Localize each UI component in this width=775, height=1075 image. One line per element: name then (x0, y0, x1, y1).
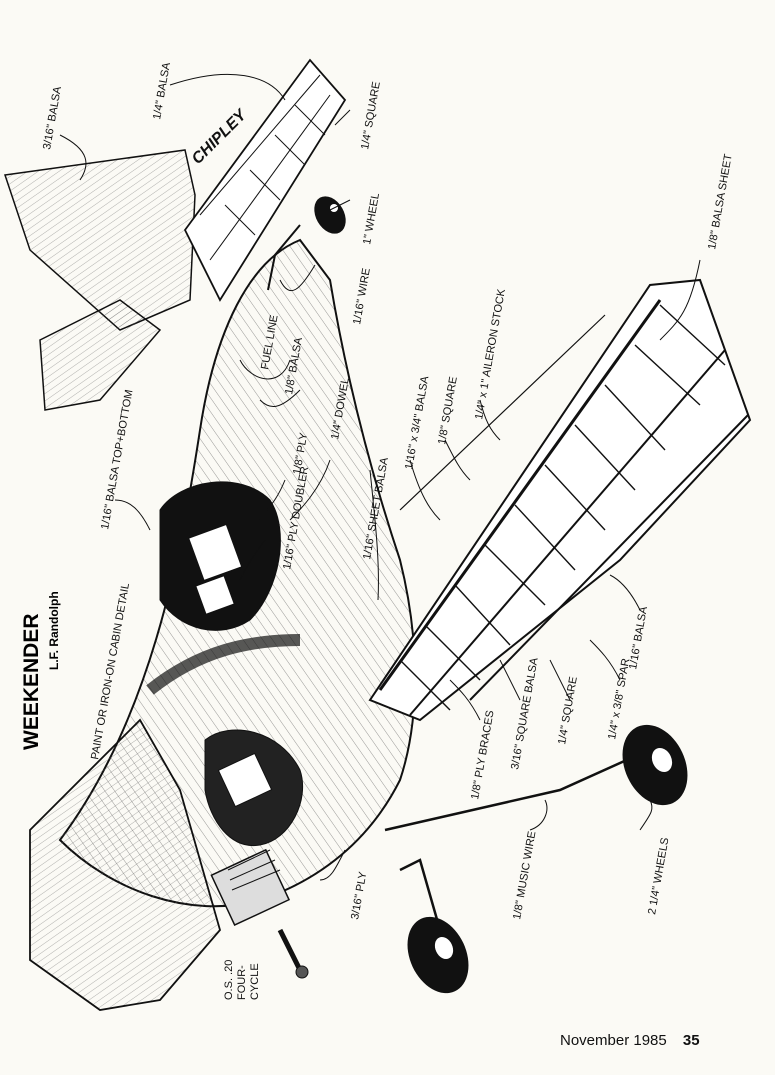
label-top-bottom: 1/16" BALSA TOP+BOTTOM (99, 389, 135, 531)
label-square-balsa: 3/16" SQUARE BALSA (509, 656, 541, 770)
label-tail-wheel: 1" WHEEL (361, 192, 382, 245)
author-byline: L.F. Randolph (47, 591, 61, 670)
label-wing-sheet: 1/8" BALSA SHEET (706, 153, 735, 251)
label-fin-balsa: 3/16" BALSA (41, 85, 64, 151)
label-ply-braces: 1/8" PLY BRACES (469, 709, 497, 800)
page-footer: November 1985 35 (560, 1032, 700, 1049)
landing-gear (384, 724, 688, 994)
label-engine-3: CYCLE (249, 963, 261, 1000)
label-eighth-square: 1/8" SQUARE (436, 376, 460, 446)
label-engine-2: FOUR- (236, 965, 248, 1000)
engine (210, 848, 309, 979)
label-engine-1: O.S. .20 (223, 960, 235, 1000)
label-spar-balsa: 1/16" x 3/4" BALSA (403, 375, 431, 471)
label-music-wire: 1/8" MUSIC WIRE (511, 830, 538, 920)
right-wing (368, 278, 752, 722)
label-aileron-stock: 1/4" x 1" AILERON STOCK (473, 287, 508, 420)
vertical-fin (4, 149, 196, 411)
label-tail-square: 1/4" SQUARE (359, 81, 383, 151)
label-tail-wire: 1/16" WIRE (351, 267, 373, 325)
article-title: WEEKENDER (20, 613, 43, 750)
label-stab-balsa: 1/4" BALSA (151, 61, 173, 121)
left-wing (29, 718, 221, 1011)
label-quarter-square: 1/4" SQUARE (556, 676, 580, 746)
horizontal-stabilizer (183, 58, 347, 302)
label-ply-front: 3/16" PLY (349, 870, 369, 920)
issue-date: November 1985 (560, 1032, 667, 1049)
label-main-wheels: 2 1/4" WHEELS (646, 837, 671, 916)
leader-lines (59, 73, 701, 881)
page-number: 35 (682, 1032, 700, 1049)
label-spar: 1/4" x 3/8" SPAR (606, 657, 632, 740)
label-te-balsa: 1/16" BALSA (627, 605, 650, 671)
